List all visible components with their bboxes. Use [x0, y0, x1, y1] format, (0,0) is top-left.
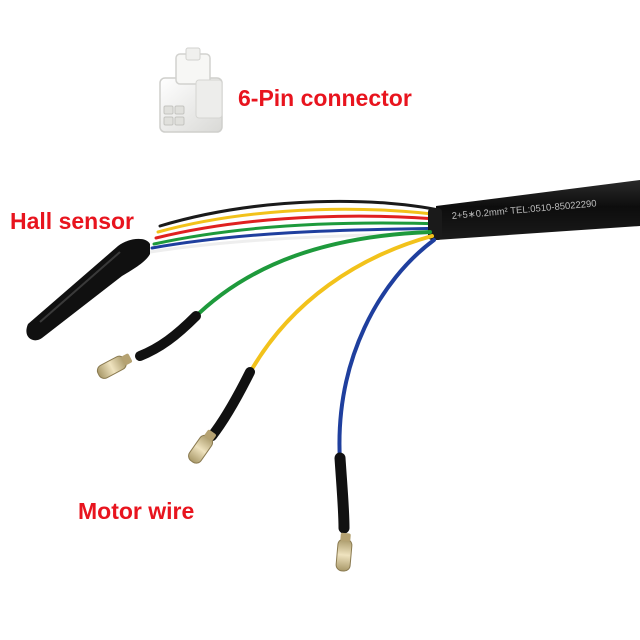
hall-sensor: [26, 238, 150, 341]
connector-label: 6-Pin connector: [238, 85, 412, 111]
main-cable: 2+5∗0.2mm² TEL:0510-85022290: [428, 180, 640, 240]
motor-wire-blue: [334, 238, 436, 572]
hall-sensor-label: Hall sensor: [10, 208, 134, 234]
motor-wire-yellow: [188, 234, 434, 464]
six-pin-connector: [159, 47, 223, 133]
motor-wire-label: Motor wire: [78, 498, 195, 524]
motor-wire-green: [96, 230, 432, 379]
hall-signal-wires: [148, 199, 450, 254]
